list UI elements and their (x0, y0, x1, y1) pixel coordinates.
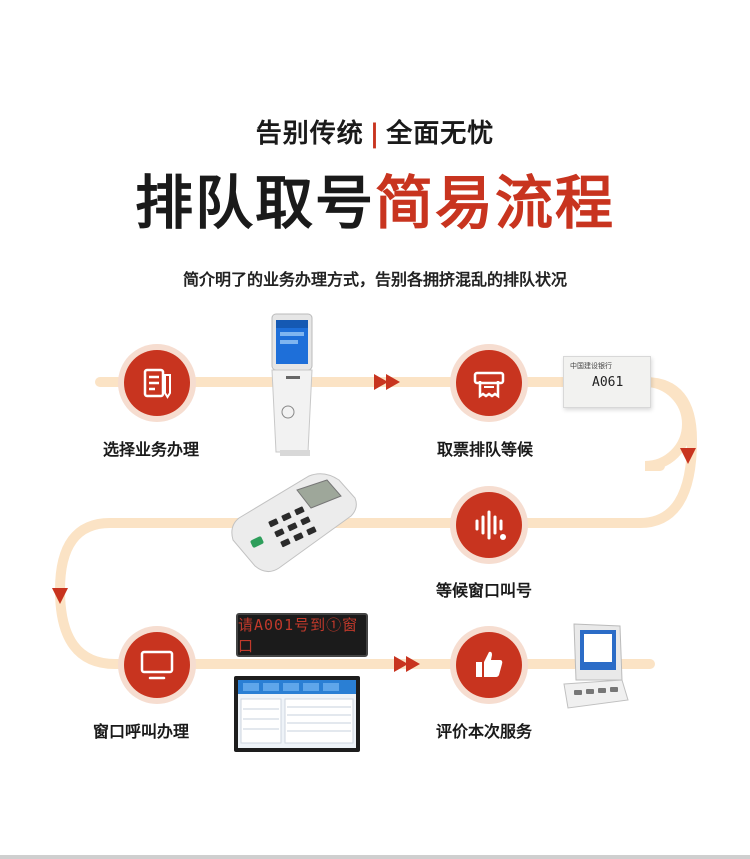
thumbs-up-icon (476, 651, 503, 677)
ticket-number: A061 (592, 375, 624, 390)
counter-screen-image (234, 676, 360, 752)
subtitle-left: 告别传统 (255, 119, 364, 149)
step-5-circle (456, 632, 522, 698)
step-3-label: 等候窗口叫号 (436, 581, 533, 600)
step-4-label: 窗口呼叫办理 (93, 722, 190, 741)
arrow-right-icon (394, 656, 408, 672)
form-pen-icon (143, 368, 171, 399)
step-3-circle (456, 492, 522, 558)
description: 简介明了的业务办理方式，告别各拥挤混乱的排队状况 (182, 270, 567, 289)
step-1-circle (124, 350, 190, 416)
subtitle-separator: | (369, 119, 381, 149)
caller-keypad-image (231, 473, 357, 572)
arrow-down-icon (680, 448, 696, 464)
evaluator-image (563, 623, 629, 709)
kiosk-image (271, 313, 313, 456)
page-title: 排队取号简易流程 (0, 168, 750, 238)
step-4-circle (124, 632, 190, 698)
queue-ticket: 中国建设银行 A061 (563, 356, 651, 408)
step-1-label: 选择业务办理 (103, 440, 200, 459)
step-2-label: 取票排队等候 (437, 440, 534, 459)
arrow-right-icon (386, 374, 400, 390)
subtitle: 告别传统|全面无忧 (0, 113, 750, 150)
title-black: 排队取号 (134, 169, 375, 237)
voice-wave-icon (475, 510, 506, 540)
ticket-bank: 中国建设银行 (570, 362, 612, 370)
ticket-printer-icon (473, 371, 505, 399)
bottom-divider (0, 855, 750, 859)
arrow-right-icon (374, 374, 388, 390)
arrow-down-icon (52, 588, 68, 604)
arrow-right-icon (406, 656, 420, 672)
step-5-label: 评价本次服务 (436, 722, 533, 741)
subtitle-right: 全面无忧 (386, 119, 495, 149)
step-2-circle (456, 350, 522, 416)
title-red: 简易流程 (375, 169, 616, 237)
led-display: 请A001号到①窗口 (236, 613, 368, 657)
monitor-icon (140, 650, 174, 680)
